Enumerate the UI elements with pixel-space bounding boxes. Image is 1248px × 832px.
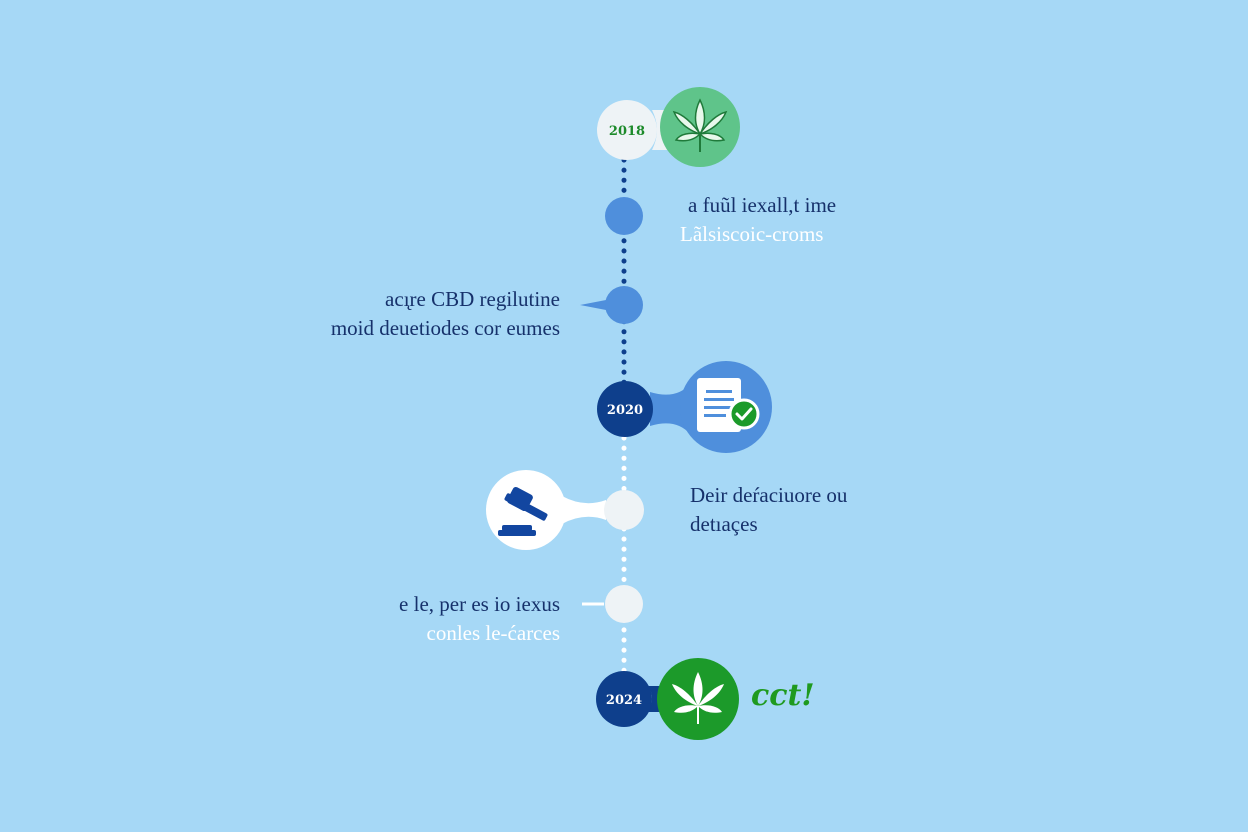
label-2-line-2: moid deuetiodes cor eumes	[330, 316, 560, 340]
timeline-label-2: acı̨re CBD regilutine moid deuetiodes co…	[331, 285, 560, 343]
gavel-badge	[486, 470, 644, 550]
timeline-label-3: Deir deŕaciuore ou detıaçes	[690, 481, 847, 539]
cannabis-leaf-badge-2018	[660, 87, 740, 167]
timeline-dot-3	[582, 585, 643, 623]
cannabis-leaf-badge-2024	[657, 658, 739, 740]
year-label-2024: 2024	[606, 693, 642, 708]
year-label-2020: 2020	[607, 403, 643, 418]
label-1-line-2: Lãlsiscoic-croms	[680, 222, 824, 246]
gavel-icon	[498, 486, 548, 536]
cannabis-leaf-icon	[672, 672, 724, 724]
label-3-line-1: Deir deŕaciuore ou	[690, 483, 848, 507]
document-check-icon	[697, 378, 760, 432]
year-node-2018: 2018	[597, 100, 670, 160]
label-1-line-1: a fuũl iexall,t ime	[688, 193, 837, 217]
label-2-line-1: acı̨re CBD regilutine	[385, 287, 560, 311]
label-4-line-1: e le, per es io iexus	[399, 592, 560, 616]
cannabis-leaf-icon	[672, 98, 728, 152]
year-label-2018: 2018	[609, 124, 645, 139]
year-node-2024: 2024	[596, 671, 664, 727]
timeline-label-4: e le, per es io iexus conles le-ćarces	[399, 590, 560, 648]
timeline-label-1: a fuũl iexall,t ime Lãlsiscoic-croms	[680, 191, 837, 249]
timeline-dot-2	[580, 286, 643, 324]
label-4-line-2: conles le-ćarces	[426, 621, 561, 645]
final-exclamation: cct!	[751, 678, 815, 713]
timeline-dot-1	[605, 197, 643, 235]
label-3-line-2: detıaçes	[690, 512, 758, 536]
